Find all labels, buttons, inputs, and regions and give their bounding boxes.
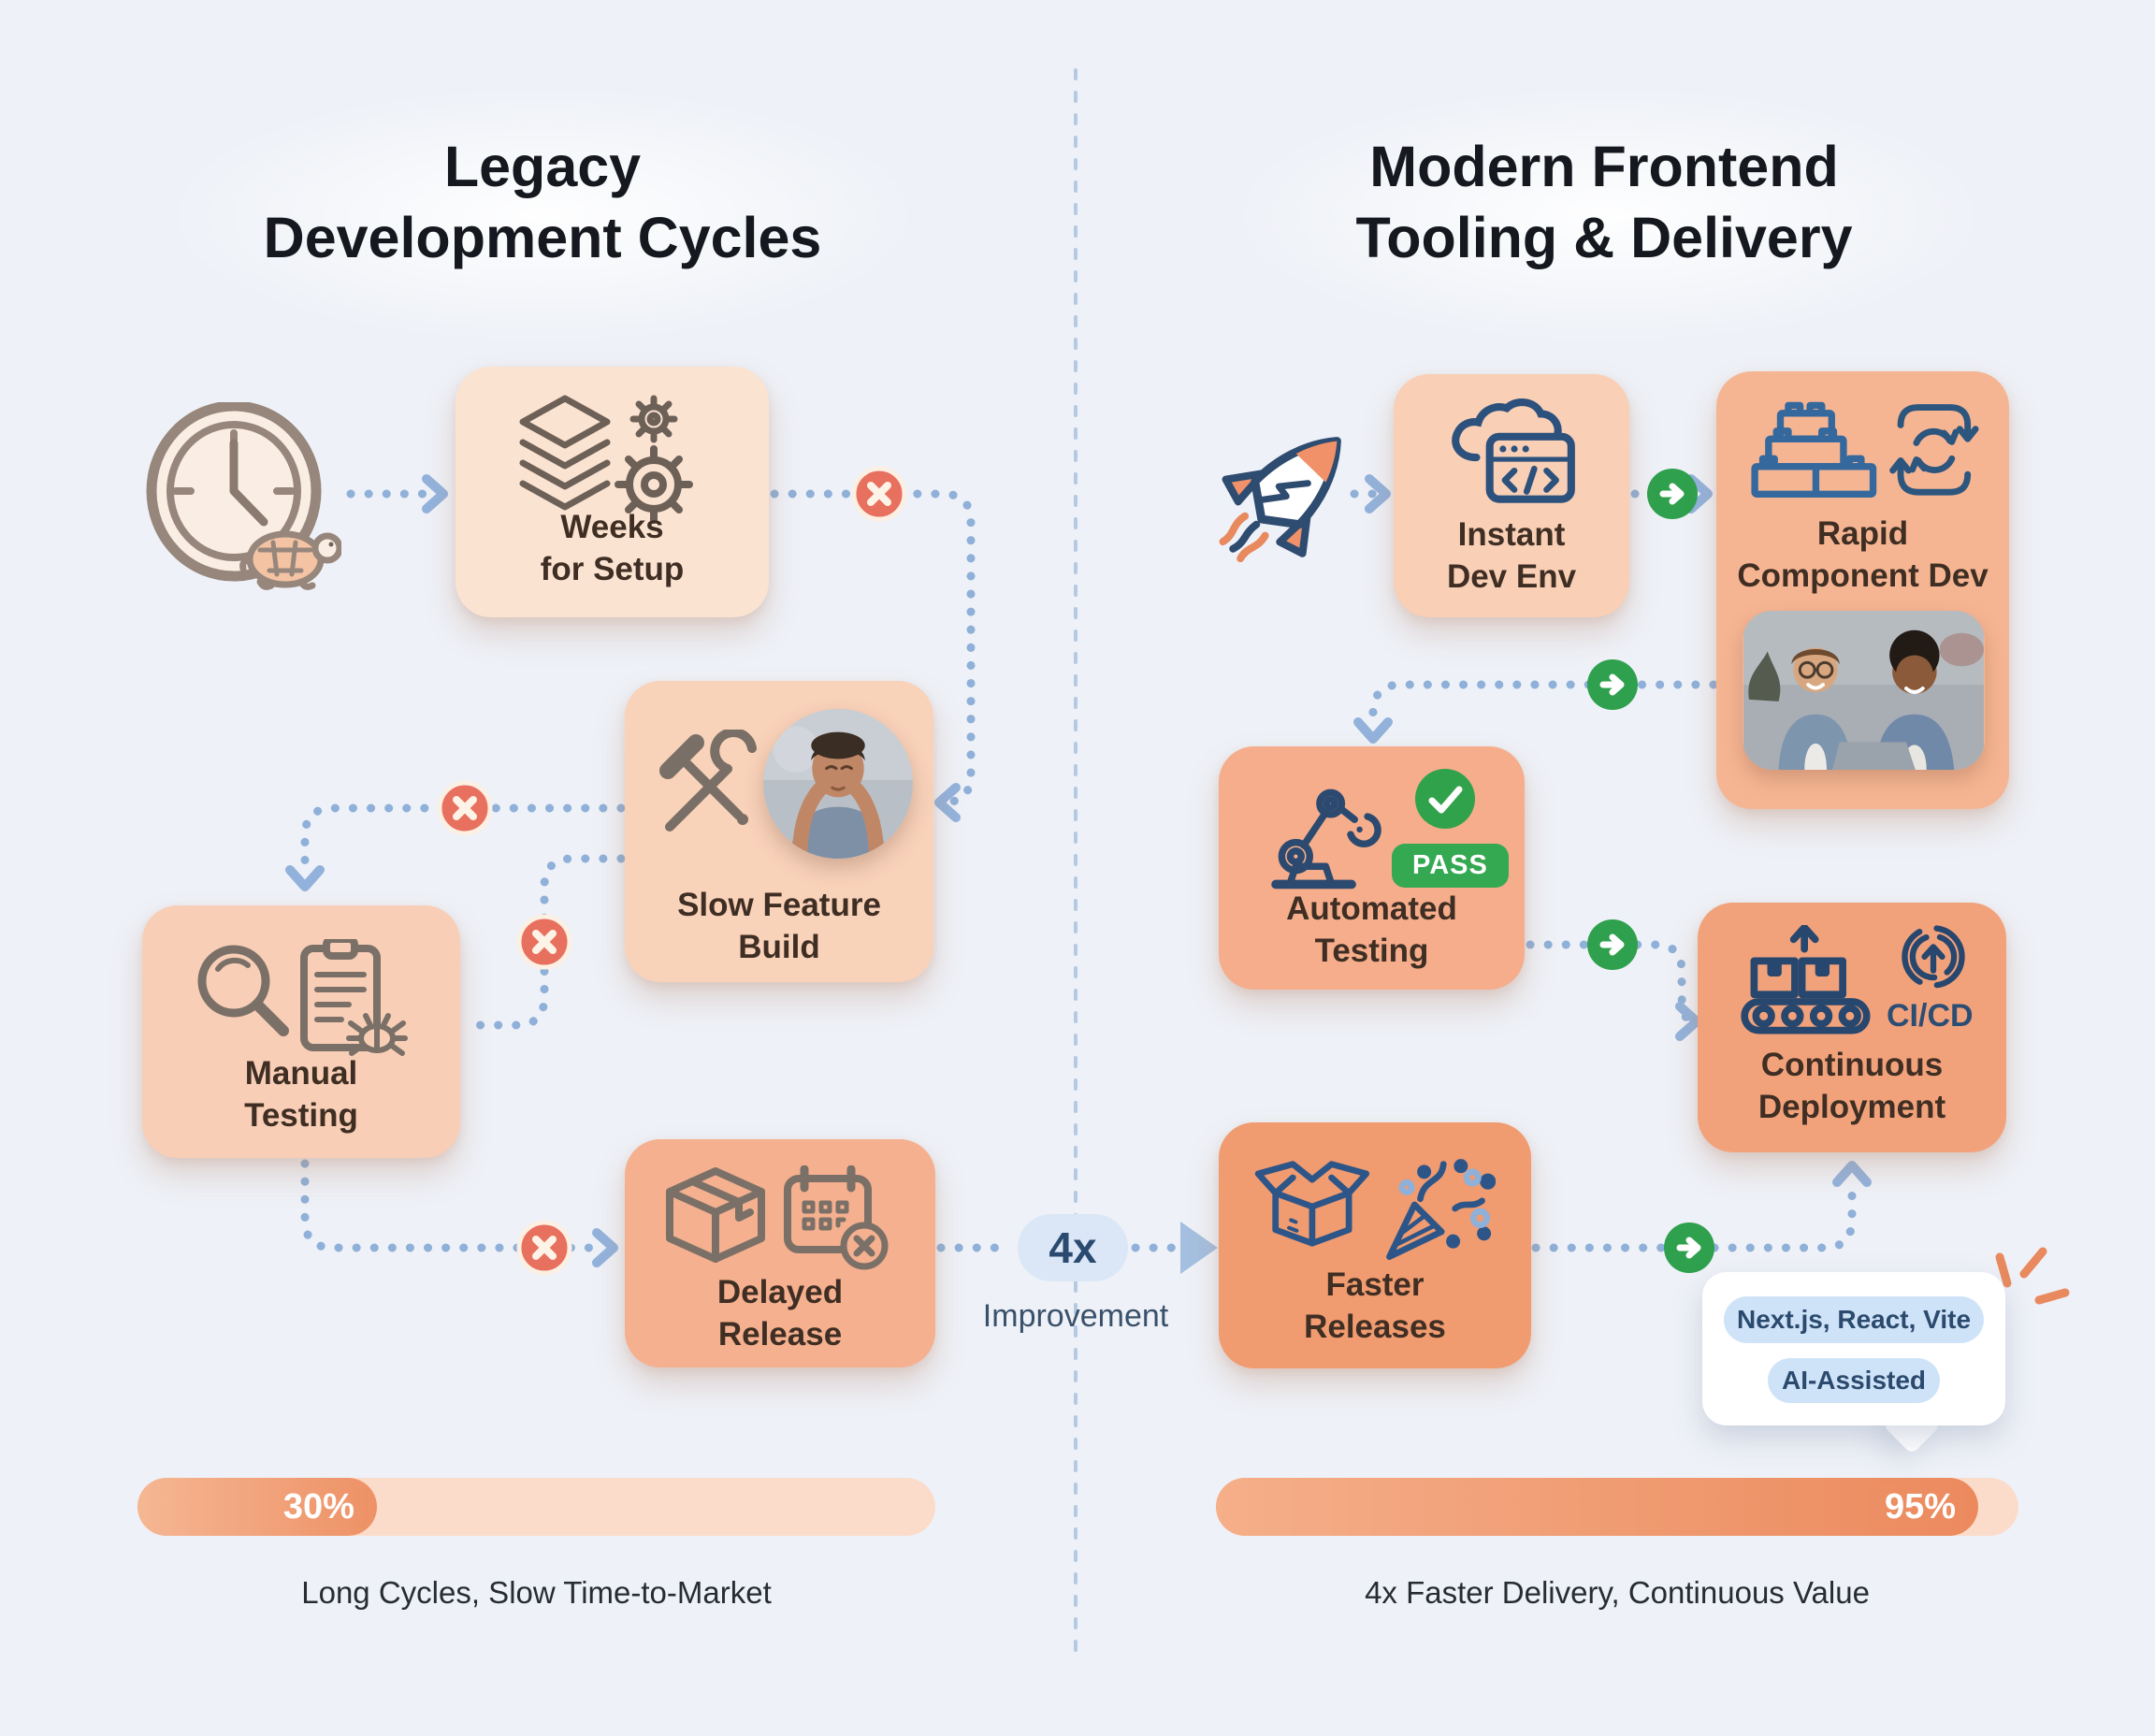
legacy-progress-label: 30% — [282, 1486, 354, 1526]
node-label-line1: Delayed — [716, 1274, 844, 1310]
arrow-circle-icon — [1587, 919, 1638, 970]
x-circle-icon — [437, 780, 493, 836]
right-title-line1: Modern Frontend — [1369, 135, 1839, 198]
modern-progress-label: 95% — [1885, 1486, 1957, 1526]
node-label-line1: Automated — [1286, 890, 1457, 927]
speech-bubble: Next.js, React, Vite AI-Assisted — [1702, 1272, 2005, 1425]
check-circle-icon — [1413, 767, 1477, 835]
tech-tag: Next.js, React, Vite — [1724, 1296, 1984, 1343]
node-label-line1: Continuous — [1760, 1047, 1944, 1083]
node-continuous-deployment: CI/CD Continuous Deployment — [1698, 903, 2006, 1152]
node-automated-testing: PASS Automated Testing — [1219, 746, 1525, 990]
modern-progress-track: 95% — [1216, 1478, 2018, 1536]
node-instant-dev-env: Instant Dev Env — [1394, 374, 1629, 617]
right-title: Modern Frontend Tooling & Delivery — [1267, 131, 1941, 274]
node-delayed-release: Delayed Release — [625, 1139, 935, 1367]
ai-tag: AI-Assisted — [1768, 1358, 1940, 1403]
openbox-party-icon — [1254, 1149, 1497, 1269]
title-glow-right — [1225, 84, 1992, 346]
modern-caption: 4x Faster Delivery, Continuous Value — [1365, 1575, 1870, 1610]
node-label-line1: Slow Feature — [677, 887, 881, 923]
node-slow-feature-build: Slow Feature Build — [625, 681, 933, 982]
ok-markers — [1587, 469, 1714, 1273]
pair-programming-photo — [1743, 611, 1985, 770]
node-label-line2: Release — [717, 1315, 843, 1353]
node-label-line2: Testing — [1314, 932, 1429, 969]
x-circle-icon — [516, 1220, 572, 1276]
modern-progress-fill: 95% — [1216, 1478, 1979, 1536]
node-faster-releases: Faster Releases — [1219, 1122, 1531, 1368]
clock-turtle-icon — [140, 400, 343, 599]
node-label-line2: Dev Env — [1446, 557, 1577, 595]
node-label-line2: Releases — [1304, 1308, 1446, 1345]
left-title: Legacy Development Cycles — [206, 131, 879, 274]
multiplier-value: 4x — [1049, 1223, 1097, 1272]
node-label-line2: for Setup — [540, 550, 685, 587]
magnifier-clipboard-bug-icon — [187, 935, 416, 1075]
x-circle-icon — [516, 914, 572, 970]
node-label-line2: Component Dev — [1737, 557, 1989, 594]
triangle-arrow-icon — [1180, 1222, 1218, 1274]
arrowheads — [285, 474, 1872, 1267]
legacy-progress-track: 30% — [137, 1478, 935, 1536]
title-glow-left — [159, 84, 926, 346]
node-label-line1: Rapid — [1816, 515, 1909, 552]
pass-badge: PASS — [1392, 844, 1509, 888]
left-title-line1: Legacy — [443, 135, 642, 198]
node-label-line1: Manual — [244, 1055, 358, 1092]
left-title-line2: Development Cycles — [263, 206, 822, 270]
arrow-circle-icon — [1647, 469, 1698, 519]
cloud-code-icon — [1440, 395, 1583, 515]
node-weeks-for-setup: Weeks for Setup — [456, 367, 769, 617]
hammer-wrench-icon — [653, 728, 774, 856]
emphasis-strokes-icon — [1995, 1247, 2070, 1305]
multiplier-pill: 4x — [1018, 1214, 1128, 1281]
node-label-line1: Weeks — [560, 509, 664, 545]
node-label-line2: Build — [738, 928, 820, 965]
cicd-rings-icon — [1896, 921, 1971, 1001]
rocket-icon — [1199, 404, 1363, 610]
node-label-line2: Deployment — [1757, 1088, 1946, 1125]
arrow-circle-icon — [1664, 1222, 1714, 1273]
x-circle-icon — [851, 466, 907, 522]
conveyor-icon — [1733, 923, 1883, 1049]
node-rapid-component-dev: Rapid Component Dev — [1716, 371, 2009, 809]
node-label-line1: Faster — [1325, 1266, 1425, 1303]
legacy-progress-fill: 30% — [137, 1478, 377, 1536]
cicd-label: CI/CD — [1887, 998, 1974, 1034]
improvement-label: Improvement — [982, 1298, 1169, 1334]
node-manual-testing: Manual Testing — [142, 905, 460, 1158]
node-label-line2: Testing — [244, 1096, 358, 1134]
node-label-line1: Instant — [1457, 516, 1566, 553]
robot-arm-icon — [1251, 773, 1391, 897]
arrow-circle-icon — [1587, 659, 1638, 710]
package-calendar-x-icon — [664, 1165, 896, 1282]
tech-tag-label: Next.js, React, Vite — [1736, 1305, 1972, 1334]
ai-tag-label: AI-Assisted — [1781, 1366, 1927, 1395]
right-title-line2: Tooling & Delivery — [1355, 206, 1853, 270]
stressed-developer-photo — [763, 709, 913, 859]
layers-gears-icon — [513, 391, 712, 536]
lego-cycle-icon — [1743, 398, 1984, 513]
legacy-caption: Long Cycles, Slow Time-to-Market — [301, 1575, 772, 1610]
fail-markers — [437, 466, 907, 1276]
